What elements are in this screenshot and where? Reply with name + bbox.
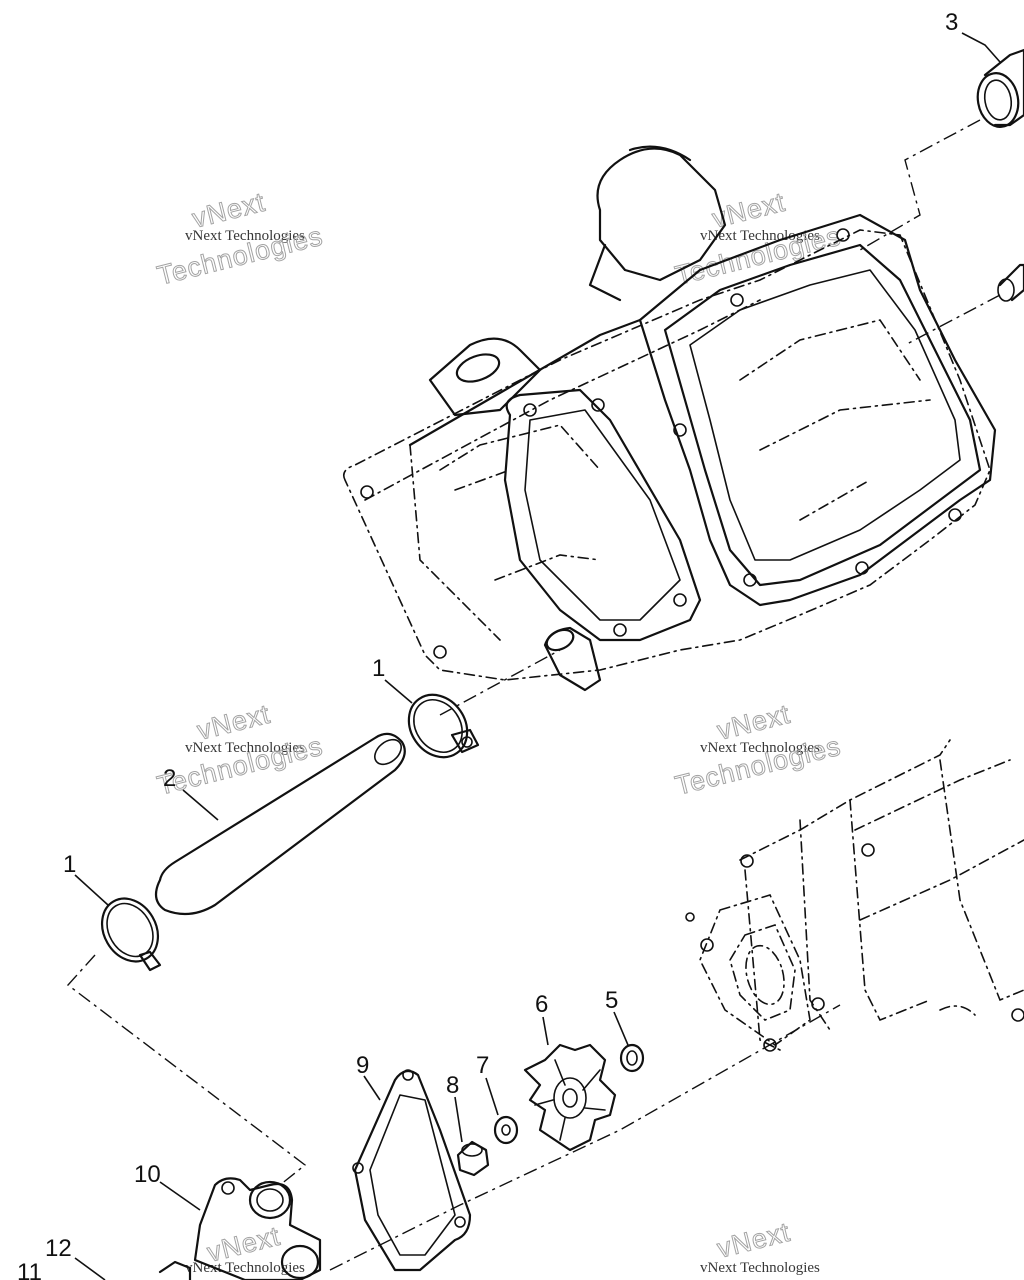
svg-text:vNext Technologies: vNext Technologies (185, 228, 305, 244)
watermark-4: vNext Technologies vNext Technologies (672, 698, 845, 801)
part-1-hose-clamp-lower (100, 897, 162, 972)
callout-10: 10 (134, 1161, 161, 1188)
callout-8: 8 (446, 1072, 459, 1099)
svg-text:vNext: vNext (189, 187, 268, 234)
watermark-5: vNext Technologies vNext (185, 1220, 305, 1276)
svg-text:vNext: vNext (194, 699, 273, 746)
cylinder-head-assembly (342, 145, 997, 692)
svg-text:vNext: vNext (714, 699, 793, 746)
part-7-washer (493, 1115, 519, 1145)
watermark-2: vNext Technologies vNext Technologies (672, 186, 845, 291)
part-10-pump-cover (193, 1177, 322, 1280)
bolt-fitting-right (997, 263, 1024, 302)
callout-12: 12 (45, 1235, 72, 1262)
part-1-hose-clamp-upper (407, 693, 480, 759)
svg-text:vNext Technologies: vNext Technologies (185, 740, 305, 756)
callout-2: 2 (163, 765, 176, 792)
callout-labels: 1 2 1 3 5 6 7 8 9 10 12 11 (17, 9, 958, 1280)
assembly-center-lines (66, 119, 1001, 1271)
part-12-bolt (158, 1260, 192, 1280)
part-3-fitting (976, 48, 1024, 128)
part-9-gasket (352, 1069, 472, 1272)
watermark-6: vNext Technologies vNext (700, 1216, 820, 1276)
callout-6: 6 (535, 991, 548, 1018)
callout-7: 7 (476, 1052, 489, 1079)
crankcase-assembly (685, 739, 1024, 1052)
part-6-impeller (523, 1043, 617, 1152)
part-5-seal (619, 1043, 645, 1073)
watermark-1: vNext Technologies vNext Technologies (154, 186, 327, 291)
part-8-plug-bolt (456, 1140, 490, 1177)
svg-text:vNext: vNext (714, 1217, 793, 1264)
callout-5: 5 (605, 987, 618, 1014)
callout-leaders (74, 32, 1001, 1280)
svg-text:vNext Technologies: vNext Technologies (700, 740, 820, 756)
svg-text:vNext Technologies: vNext Technologies (700, 1260, 820, 1276)
callout-9: 9 (356, 1052, 369, 1079)
part-2-hose (154, 732, 406, 916)
svg-text:vNext Technologies: vNext Technologies (185, 1260, 305, 1276)
callout-1-upper: 1 (372, 655, 385, 682)
callout-1-lower: 1 (63, 851, 76, 878)
callout-11: 11 (17, 1259, 42, 1280)
svg-text:vNext Technologies: vNext Technologies (700, 228, 820, 244)
callout-3: 3 (945, 9, 958, 36)
